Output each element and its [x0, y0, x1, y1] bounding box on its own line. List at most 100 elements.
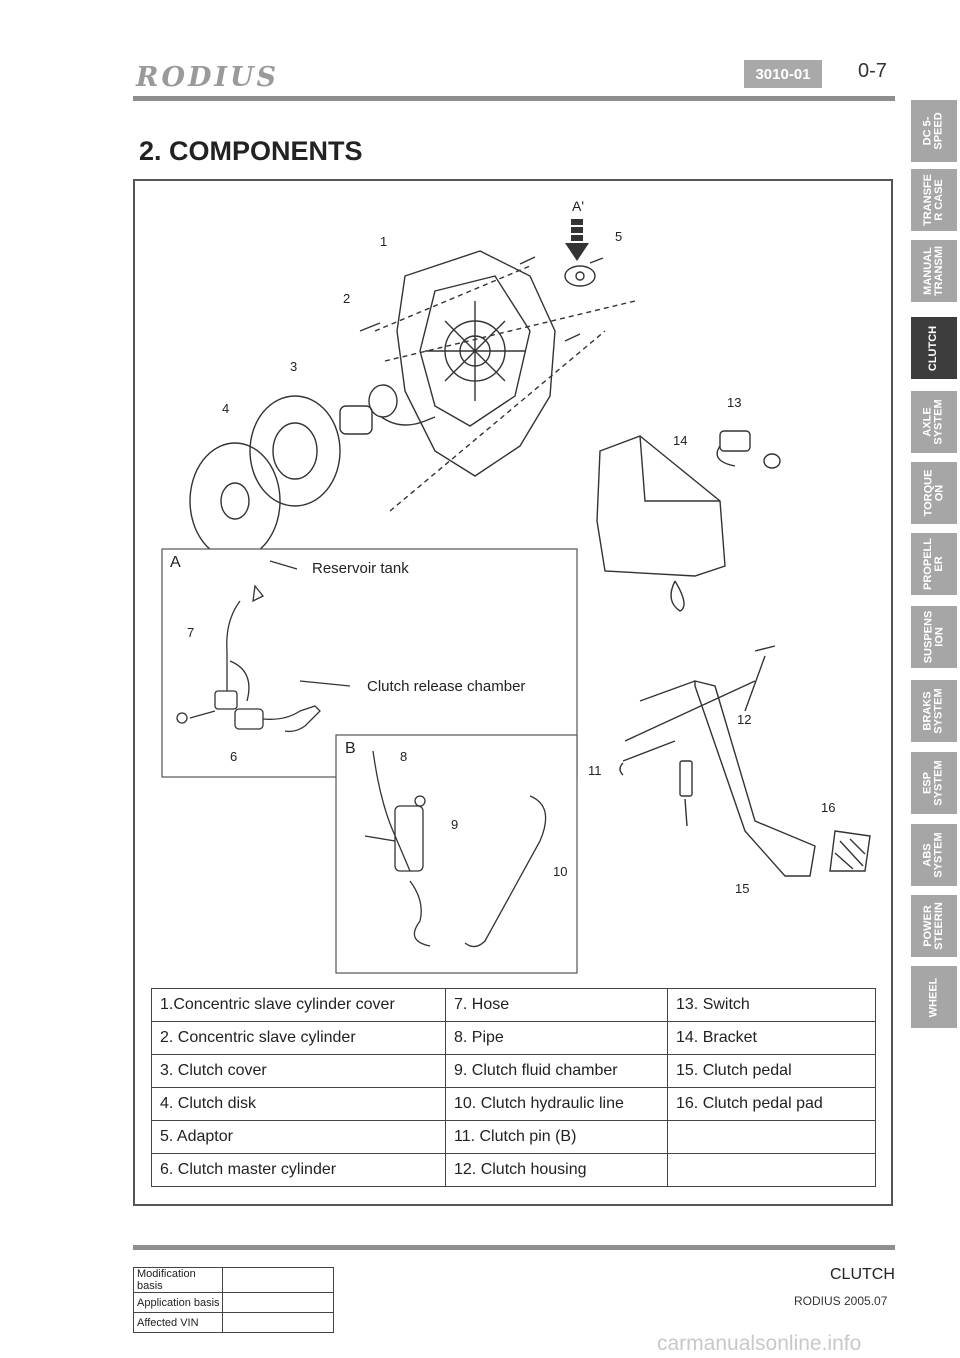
tab-clutch[interactable]: CLUTCH — [911, 317, 957, 379]
slave-cylinder-cover-drawing — [368, 384, 398, 418]
inset-a-label: A — [170, 554, 181, 571]
callout-2: 2 — [343, 291, 350, 306]
mod-value — [222, 1312, 334, 1333]
callout-9: 9 — [451, 817, 458, 832]
tab-dc-5-speed[interactable]: DC 5- SPEED — [911, 100, 957, 162]
legend-cell: 13. Switch — [667, 988, 876, 1022]
tab-suspension[interactable]: SUSPENS ION — [911, 606, 957, 668]
reservoir-tank-label: Reservoir tank — [312, 560, 409, 577]
tab-torque-on[interactable]: TORQUE ON — [911, 462, 957, 524]
clutch-components-diagram: 1 2 3 4 5 6 7 8 9 10 11 12 13 14 15 16 A… — [161, 198, 871, 974]
page-title: 2. COMPONENTS — [139, 136, 363, 166]
legend-cell: 11. Clutch pin (B) — [445, 1120, 668, 1154]
tab-label: WHEEL — [927, 977, 940, 1017]
tab-esp-system[interactable]: ESP SYSTEM — [911, 752, 957, 814]
footer-model-date: RODIUS 2005.07 — [794, 1294, 888, 1308]
tab-propeller[interactable]: PROPELL ER — [911, 533, 957, 595]
tab-axle-system[interactable]: AXLE SYSTEM — [911, 391, 957, 453]
pipe-drawing — [372, 750, 411, 872]
view-a-marker: A' — [572, 198, 584, 214]
master-cylinder-drawing — [214, 690, 238, 710]
table-row: 4. Clutch disk 10. Clutch hydraulic line… — [151, 1087, 876, 1121]
callout-8: 8 — [400, 749, 407, 764]
pedal-pad-drawing — [829, 830, 871, 872]
tab-manual-transmission[interactable]: MANUAL TRANSMI — [911, 240, 957, 302]
legend-cell: 16. Clutch pedal pad — [667, 1087, 876, 1121]
legend-cell: 3. Clutch cover — [151, 1054, 446, 1088]
tab-power-steering[interactable]: POWER STEERIN — [911, 895, 957, 957]
legend-cell: 9. Clutch fluid chamber — [445, 1054, 668, 1088]
modification-table: Modification basis Application basis Aff… — [133, 1267, 334, 1333]
tab-label: ESP SYSTEM — [921, 760, 945, 806]
callout-5: 5 — [615, 229, 622, 244]
clutch-disk-drawing — [189, 442, 281, 560]
table-row: 6. Clutch master cylinder 12. Clutch hou… — [151, 1153, 876, 1187]
release-chamber-label: Clutch release chamber — [367, 678, 525, 695]
mod-key: Modification basis — [133, 1267, 223, 1293]
bolt-drawing — [359, 256, 604, 342]
hose-drawing — [226, 600, 241, 691]
brand-logo: RODIUS — [136, 62, 280, 93]
callout-11: 11 — [588, 763, 602, 778]
fluid-chamber-drawing — [394, 805, 424, 872]
callout-1: 1 — [380, 234, 387, 249]
tab-label: TORQUE ON — [922, 469, 946, 517]
view-a-arrow-icon — [565, 243, 589, 261]
slave-cylinder-drawing — [339, 405, 373, 435]
page-number: 0-7 — [858, 60, 887, 82]
table-row: 1.Concentric slave cylinder cover 7. Hos… — [151, 988, 876, 1022]
tab-brakes-system[interactable]: BRAKS SYSTEM — [911, 680, 957, 742]
legend-cell: 7. Hose — [445, 988, 668, 1022]
mod-value — [222, 1292, 334, 1313]
inset-b-label: B — [345, 740, 356, 757]
callout-16: 16 — [821, 800, 835, 815]
callout-14: 14 — [673, 433, 687, 448]
legend-cell: 15. Clutch pedal — [667, 1054, 876, 1088]
callout-6: 6 — [230, 749, 237, 764]
watermark: carmanualsonline.info — [657, 1332, 862, 1355]
tab-label: PROPELL ER — [922, 538, 946, 590]
callout-10: 10 — [553, 864, 567, 879]
table-row: Affected VIN — [133, 1312, 334, 1333]
callout-13: 13 — [727, 395, 741, 410]
switch-drawing — [719, 430, 751, 452]
table-row: 2. Concentric slave cylinder 8. Pipe 14.… — [151, 1021, 876, 1055]
tab-label: SUSPENS ION — [922, 610, 946, 664]
tab-label: DC 5- SPEED — [921, 112, 945, 150]
table-row: 5. Adaptor 11. Clutch pin (B) — [151, 1120, 876, 1154]
legend-cell — [667, 1120, 876, 1154]
legend-cell: 8. Pipe — [445, 1021, 668, 1055]
hydraulic-line-drawing — [464, 795, 547, 948]
legend-cell: 5. Adaptor — [151, 1120, 446, 1154]
legend-cell — [667, 1153, 876, 1187]
mod-key: Application basis — [133, 1292, 223, 1313]
section-code-badge: 3010-01 — [744, 60, 822, 88]
callout-12: 12 — [737, 712, 751, 727]
bell-housing-drawing — [396, 250, 556, 477]
adaptor-drawing — [564, 265, 596, 287]
callout-7: 7 — [187, 625, 194, 640]
legend-cell: 4. Clutch disk — [151, 1087, 446, 1121]
clutch-cover-drawing — [249, 395, 341, 507]
tab-transfer-case[interactable]: TRANSFE R CASE — [911, 169, 957, 231]
table-row: Application basis — [133, 1292, 334, 1313]
header-divider — [133, 96, 895, 101]
tab-abs-system[interactable]: ABS SYSTEM — [911, 824, 957, 886]
footer-divider — [133, 1245, 895, 1250]
bracket-drawing — [596, 435, 726, 577]
tab-wheel[interactable]: WHEEL — [911, 966, 957, 1028]
tab-label: TRANSFE R CASE — [922, 174, 946, 226]
tab-label: CLUTCH — [927, 325, 940, 371]
component-legend-table: 1.Concentric slave cylinder cover 7. Hos… — [151, 988, 876, 1187]
legend-cell: 2. Concentric slave cylinder — [151, 1021, 446, 1055]
table-row: 3. Clutch cover 9. Clutch fluid chamber … — [151, 1054, 876, 1088]
legend-cell: 1.Concentric slave cylinder cover — [151, 988, 446, 1022]
legend-cell: 14. Bracket — [667, 1021, 876, 1055]
tab-label: AXLE SYSTEM — [921, 399, 945, 445]
legend-cell: 6. Clutch master cylinder — [151, 1153, 446, 1187]
clutch-pin-drawing — [619, 740, 676, 776]
inset-b-box — [335, 734, 578, 974]
callout-3: 3 — [290, 359, 297, 374]
callout-15: 15 — [735, 881, 749, 896]
legend-cell: 10. Clutch hydraulic line — [445, 1087, 668, 1121]
